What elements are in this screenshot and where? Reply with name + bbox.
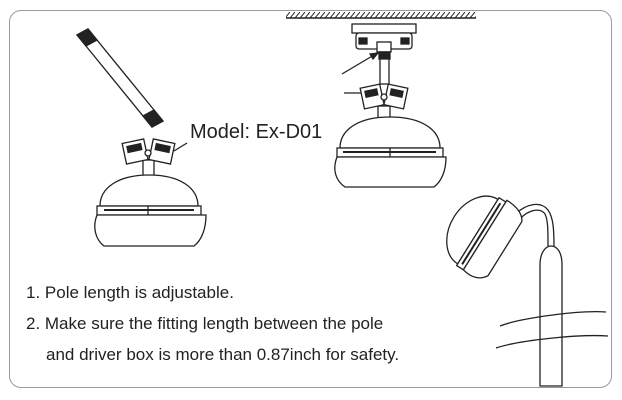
support-post bbox=[495, 245, 609, 387]
lamp-shade-left bbox=[94, 174, 207, 247]
lamp-with-pole bbox=[76, 28, 207, 247]
bracket bbox=[121, 138, 176, 177]
ceiling-mount bbox=[351, 23, 417, 53]
model-label: Model: Ex-D01 bbox=[190, 121, 323, 143]
pole bbox=[76, 28, 164, 128]
ceiling-mounted-lamp bbox=[286, 12, 476, 188]
note-2-continued: and driver box is more than 0.87inch for… bbox=[46, 345, 400, 364]
instruction-notes: 1. Pole length is adjustable. 2. Make su… bbox=[26, 277, 399, 370]
ceiling-hatch bbox=[286, 12, 476, 18]
diagram-frame bbox=[9, 10, 612, 388]
stem bbox=[378, 51, 391, 85]
model-leader-line bbox=[173, 142, 188, 152]
lamp-shade-pole bbox=[446, 195, 523, 279]
bracket-ceiling bbox=[359, 83, 409, 120]
note-1: 1. Pole length is adjustable. bbox=[26, 283, 234, 302]
curved-pole bbox=[516, 203, 555, 247]
note-2: 2. Make sure the fitting length between … bbox=[26, 314, 384, 333]
lamp-shade-ceiling bbox=[334, 116, 447, 188]
pole-mounted-lamp bbox=[446, 195, 609, 387]
